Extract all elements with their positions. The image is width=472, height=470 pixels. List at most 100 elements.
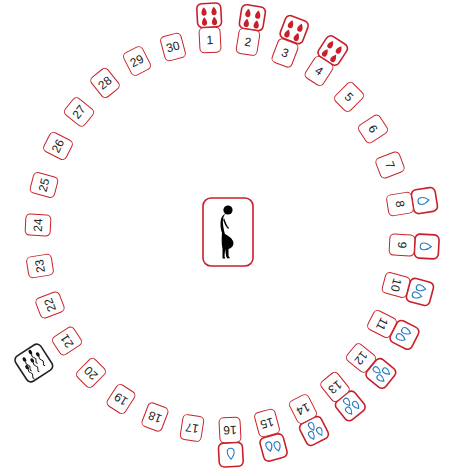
day-box: 1 [199,27,222,54]
icon-frame [197,3,222,28]
day-number: 4 [313,65,325,79]
day-box: 21 [50,325,84,358]
day-number: 30 [165,39,181,54]
day-number: 11 [374,315,390,332]
mucus-drop [342,397,351,407]
icon-frame [414,234,439,259]
day-number: 24 [32,218,45,232]
blood-drop [211,7,217,16]
icon-frame [13,342,54,383]
mucus-drop [416,284,427,292]
day-box: 6 [356,112,390,145]
day-box: 2 [236,28,262,57]
icon-frame [411,187,438,214]
day-box: 28 [89,66,122,100]
mucus-drop [344,406,353,416]
mucus-icon [411,187,438,214]
day-number: 12 [353,349,371,367]
blood-drop [202,17,208,26]
blood-drop [243,18,249,27]
blood-drop [255,10,261,19]
mucus-drop [420,243,431,250]
day-box: 24 [25,213,52,236]
day-number: 9 [396,242,408,249]
day-number: 21 [59,332,76,350]
day-box: 8 [385,192,414,218]
day-number: 28 [96,75,114,93]
day-box: 7 [374,150,406,180]
day-box: 30 [159,31,187,62]
bleeding-icon [197,3,222,28]
blood-drop [329,53,338,63]
day-number: 8 [393,200,406,208]
day-box: 29 [122,45,153,78]
mucus-drop [417,197,429,205]
day-number: 3 [280,46,291,60]
mucus-drop [412,291,423,299]
day-number: 22 [42,296,58,313]
day-number: 13 [326,378,344,396]
day-number: 5 [342,91,355,104]
mucus-drop [351,400,360,410]
blood-drop [293,32,301,42]
mucus-icon [414,234,439,259]
mucus-drop [372,366,382,375]
day-number: 19 [112,390,130,407]
blood-drop [335,45,344,55]
sperm-tail [38,356,46,366]
day-box: 25 [29,171,60,199]
day-number: 16 [223,423,237,436]
day-box: 22 [34,290,66,320]
blood-drop [287,19,295,29]
day-box: 27 [62,96,96,129]
blood-drop [201,7,207,16]
day-number: 20 [82,364,100,382]
icon-layer [13,3,439,468]
day-box: 4 [303,55,336,89]
day-box: 23 [26,253,55,279]
day-number: 18 [146,409,163,425]
day-box: 15 [253,408,281,439]
mucus-drop [307,422,315,432]
blood-drop [245,8,251,17]
day-box: 17 [179,413,205,442]
day-number: 15 [259,416,275,431]
day-number: 14 [294,400,311,417]
day-box: 19 [105,382,138,416]
mucus-drop [227,448,234,459]
day-number: 10 [388,277,403,293]
sperm-icon [13,342,54,383]
day-box: 14 [287,392,318,425]
mucus-drop [395,333,406,343]
day-box: 20 [74,356,108,390]
mucus-drop [273,441,281,452]
day-box: 26 [41,131,74,162]
mucus-drop [376,374,386,383]
blood-drop [321,48,330,58]
day-number: 26 [49,138,66,155]
mucus-icon [218,442,243,467]
day-box: 13 [318,370,351,404]
mucus-drop [265,441,273,452]
day-box: 16 [218,416,241,443]
mucus-drop [308,431,316,441]
sperm-head [22,357,27,363]
day-number: 6 [366,123,380,135]
day-box: 11 [366,308,399,339]
day-box: 12 [344,341,378,374]
day-number: 17 [184,421,199,435]
day-box: 10 [380,271,411,299]
icon-frame [218,442,243,467]
mucus-drop [316,427,324,437]
day-number: 27 [70,103,88,121]
blood-drop [326,39,335,49]
sperm-head [30,358,35,364]
sperm-tail [25,361,33,371]
blood-drop [283,29,291,39]
day-box: 18 [140,401,170,433]
day-number: 23 [33,258,47,273]
day-number: 2 [244,36,252,49]
blood-drop [296,23,304,33]
day-number: 25 [37,177,52,193]
